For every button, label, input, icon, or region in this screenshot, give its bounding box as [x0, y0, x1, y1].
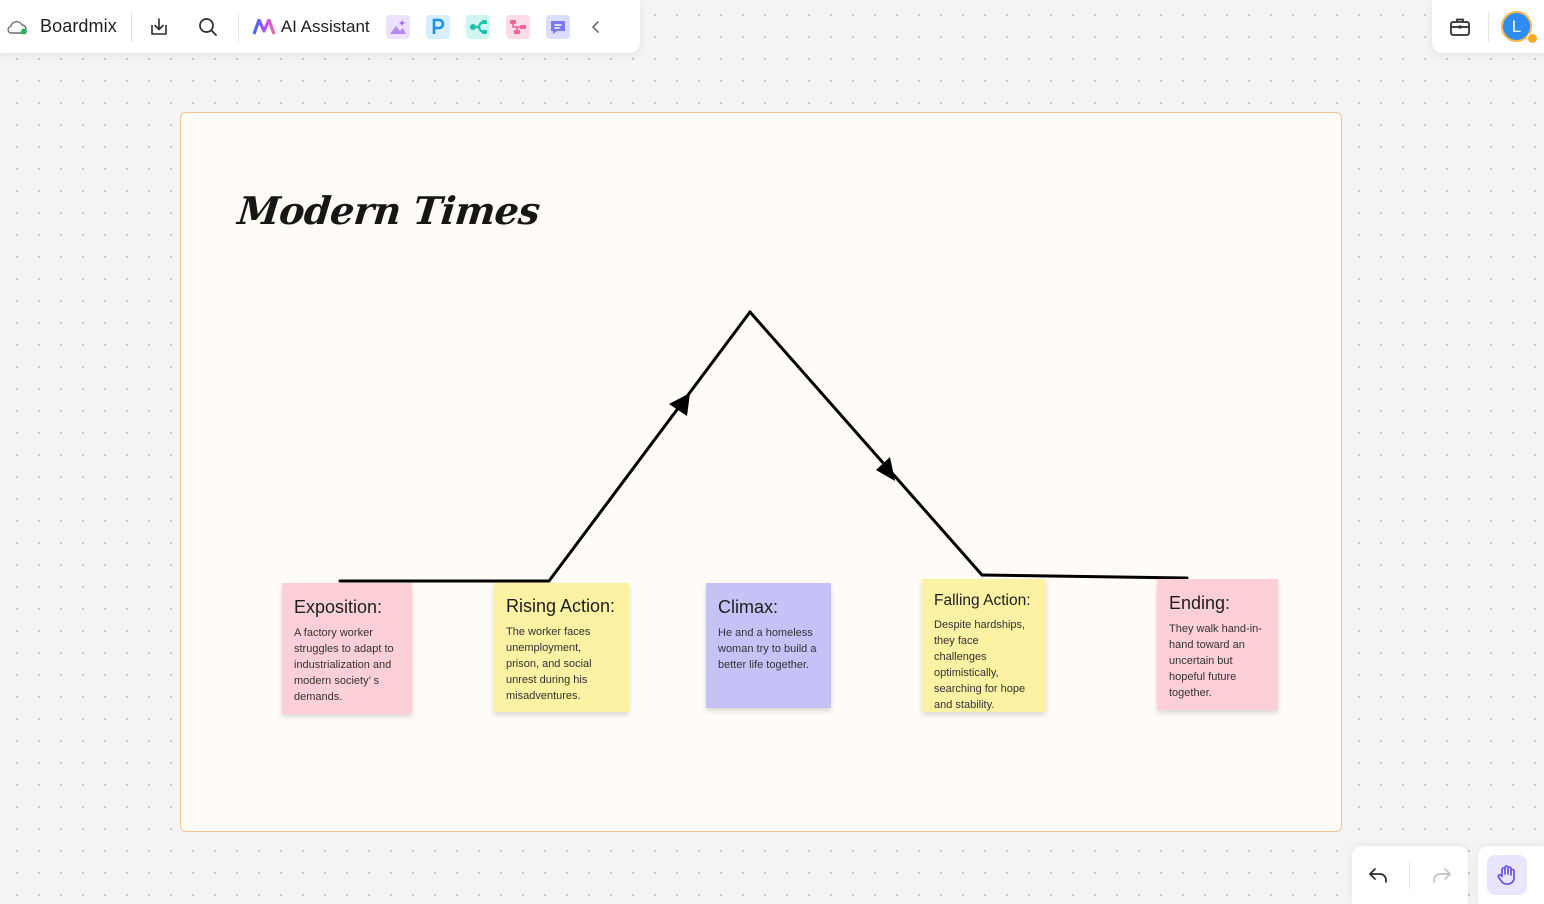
ai-flowchart-button[interactable]	[505, 14, 530, 39]
briefcase-icon	[1450, 18, 1470, 36]
ai-presentation-button[interactable]	[425, 14, 450, 39]
ai-image-icon	[389, 19, 406, 34]
ai-flowchart-icon	[509, 19, 526, 34]
download-icon	[151, 17, 167, 35]
note-body: A factory worker struggles to adapt to i…	[294, 626, 394, 703]
undo-button[interactable]	[1358, 855, 1398, 895]
ai-mindmap-icon	[469, 19, 487, 34]
search-button[interactable]	[190, 9, 226, 45]
note-body: The worker faces unemployment, prison, a…	[506, 625, 592, 702]
ai-image-button[interactable]	[385, 14, 410, 39]
ai-assistant-button[interactable]: AI Assistant	[252, 16, 370, 37]
user-avatar-button[interactable]: L	[1489, 0, 1544, 53]
ai-assistant-label: AI Assistant	[280, 16, 370, 36]
ai-chat-button[interactable]	[545, 14, 570, 39]
sticky-note-falling-action[interactable]: Falling Action: Despite hardships, they …	[922, 579, 1046, 712]
pan-tool-bar	[1478, 846, 1544, 904]
main-toolbar: Boardmix AI Assistant	[0, 0, 640, 53]
sticky-note-exposition[interactable]: Exposition: A factory worker struggles t…	[282, 583, 412, 714]
note-body: They walk hand-in-hand toward an uncerta…	[1169, 622, 1262, 699]
undo-icon	[1368, 868, 1387, 883]
note-body: He and a homeless woman try to build a b…	[718, 626, 817, 671]
export-button[interactable]	[141, 9, 177, 45]
sticky-note-ending[interactable]: Ending: They walk hand-in-hand toward an…	[1157, 579, 1278, 710]
sticky-note-climax[interactable]: Climax: He and a homeless woman try to b…	[706, 583, 831, 708]
ai-logo-icon	[252, 18, 276, 35]
hand-tool-button[interactable]	[1487, 855, 1527, 895]
toolbar-divider	[1409, 861, 1411, 889]
history-controls	[1352, 846, 1468, 904]
collapse-toolbar-button[interactable]	[586, 15, 606, 39]
toolbar-divider	[237, 11, 239, 42]
note-title: Rising Action:	[506, 596, 616, 616]
hand-icon	[1497, 865, 1515, 885]
search-icon	[198, 17, 217, 36]
note-title: Climax:	[718, 597, 779, 617]
avatar: L	[1501, 11, 1532, 42]
ai-chat-icon	[550, 20, 565, 34]
note-title: Falling Action:	[934, 592, 1031, 609]
ai-mindmap-button[interactable]	[465, 14, 490, 39]
ai-presentation-icon	[432, 18, 444, 34]
chevron-left-icon	[591, 20, 599, 33]
redo-icon	[1433, 868, 1451, 883]
app-title[interactable]: Boardmix	[40, 16, 117, 36]
cloud-sync-icon[interactable]	[4, 17, 30, 37]
sticky-note-rising-action[interactable]: Rising Action: The worker faces unemploy…	[494, 583, 629, 712]
user-toolbar: L	[1432, 0, 1544, 53]
brand: Boardmix	[0, 0, 117, 53]
redo-button[interactable]	[1422, 855, 1462, 895]
board-title[interactable]: Modern Times	[235, 188, 542, 233]
note-title: Ending:	[1169, 593, 1231, 613]
toolbar-divider	[1488, 11, 1489, 42]
avatar-badge	[1527, 33, 1538, 44]
toolbox-button[interactable]	[1432, 0, 1488, 53]
note-body: Despite hardships, they face challenges …	[934, 618, 1026, 711]
note-title: Exposition:	[294, 597, 383, 617]
toolbar-divider	[130, 11, 132, 42]
